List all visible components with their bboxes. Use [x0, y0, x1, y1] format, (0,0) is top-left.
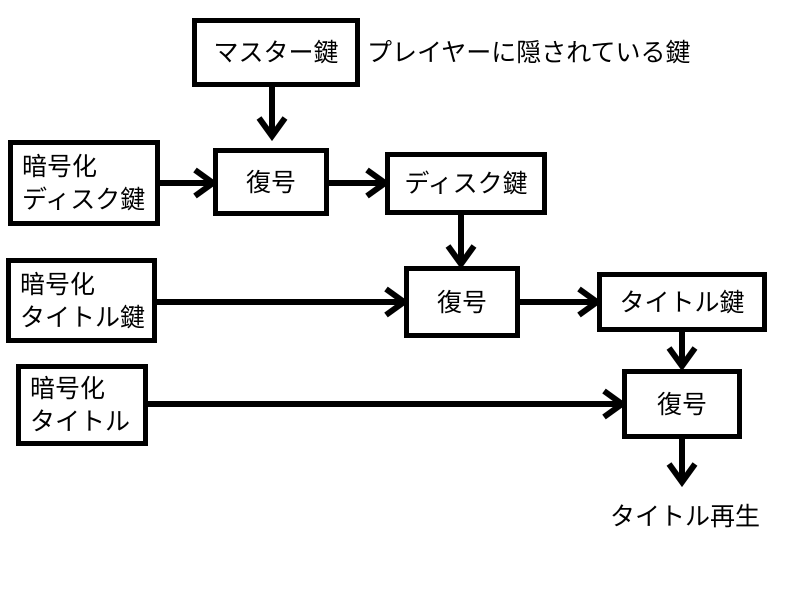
title-playback-label: タイトル再生 [610, 502, 761, 531]
arrowhead-decrypt3-to-playback [666, 462, 698, 488]
arrowhead-disckey-to-decrypt2 [445, 244, 477, 270]
encrypted-title-key-line1: 暗号化 [20, 269, 96, 299]
encrypted-title-line2: タイトル [30, 407, 131, 436]
decrypt-box-1: 復号 [213, 148, 329, 216]
master-key-label: マスター鍵 [213, 38, 339, 67]
arrowhead-titlekey-to-decrypt3 [666, 346, 698, 372]
decrypt-3-label: 復号 [656, 389, 707, 419]
encrypted-title-line1: 暗号化 [30, 374, 106, 403]
disc-key-label: ディスク鍵 [404, 169, 528, 198]
encrypted-title-key-box: 暗号化 タイトル鍵 [6, 258, 157, 343]
title-key-label: タイトル鍵 [619, 287, 745, 317]
encrypted-disc-key-line1: 暗号化 [22, 152, 98, 181]
arrowhead-master-to-decrypt1 [256, 116, 288, 142]
master-key-box: マスター鍵 [192, 18, 360, 87]
encrypted-title-box: 暗号化 タイトル [16, 364, 148, 446]
encrypted-disc-key-box: 暗号化 ディスク鍵 [8, 140, 160, 226]
decrypt-1-label: 復号 [245, 167, 296, 197]
disc-key-box: ディスク鍵 [385, 152, 547, 215]
decrypt-box-2: 復号 [404, 266, 520, 338]
decrypt-box-3: 復号 [622, 369, 742, 439]
title-key-box: タイトル鍵 [597, 272, 767, 332]
master-key-note: プレイヤーに隠されている鍵 [367, 38, 691, 67]
encrypted-title-key-line2: タイトル鍵 [20, 302, 146, 332]
encrypted-disc-key-line2: ディスク鍵 [22, 185, 146, 214]
decrypt-2-label: 復号 [436, 287, 487, 317]
